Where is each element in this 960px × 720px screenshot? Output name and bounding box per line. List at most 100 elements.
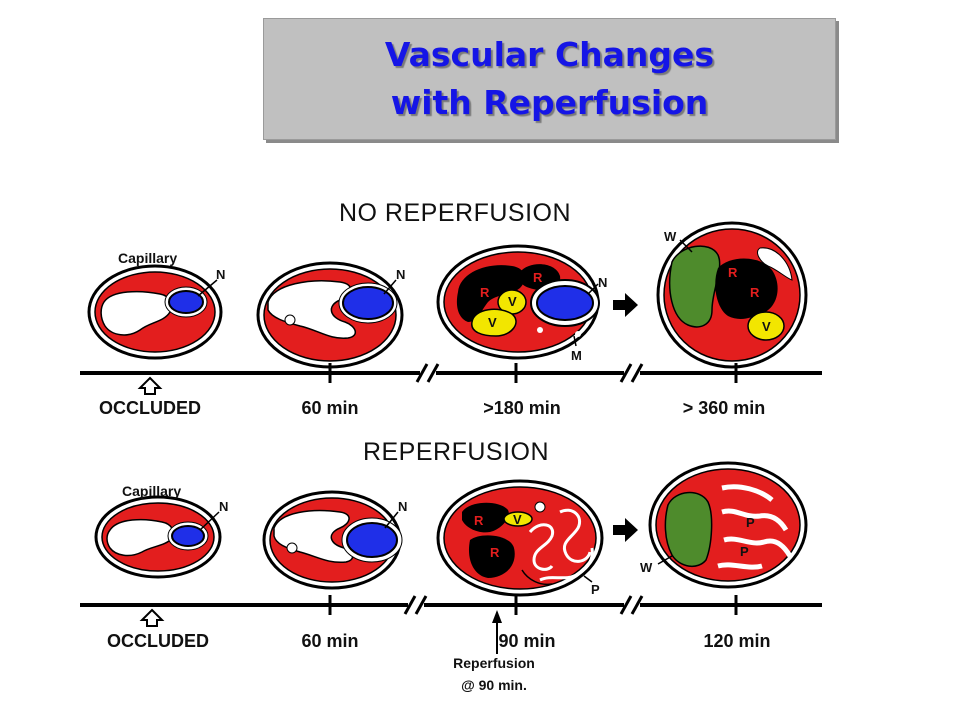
progression-arrow [613,518,638,542]
nucleus-label: N [396,267,405,282]
heading-reperfusion: REPERFUSION [363,438,549,466]
vesicle [471,308,517,337]
leader-line [587,283,599,295]
label-m: M [571,348,582,363]
label-v: V [762,319,771,334]
timeline-label: 60 min [301,631,358,651]
white-streak [721,484,774,502]
label-r: R [490,545,500,560]
axis-break [630,363,644,383]
vacuole [575,331,581,337]
black-region [715,258,778,319]
membrane-fold [528,523,555,571]
black-region-top [462,502,509,533]
progression-arrow [613,293,638,317]
label-r: R [533,270,543,285]
title-box: Vascular Changes with Reperfusion [263,18,836,140]
nucleus [168,290,204,314]
axis-break-gap [624,368,640,378]
membrane-fold [521,569,553,586]
timeline-label: 90 min [498,631,555,651]
vacuole [534,501,546,513]
nucleus [346,522,398,558]
cell-180min-no-reperfusion: R R V V N M [436,244,607,363]
timeline-label: OCCLUDED [107,631,209,651]
leader-line [583,575,593,583]
timeline-label: 60 min [301,398,358,418]
white-streak [723,536,793,558]
timeline-label: 120 min [703,631,770,651]
white-region [757,247,793,281]
label-w: W [640,560,653,575]
axis-break [414,595,428,615]
nucleus [536,285,594,321]
cytoplasm [443,486,597,590]
reperfusion-marker-label: Reperfusion [453,655,535,671]
label-r: R [728,265,738,280]
cell-occluded-no-reperfusion: N [87,264,225,360]
label-p: P [591,582,600,597]
reperfusion-marker-time: @ 90 min. [461,677,527,693]
title-line-2: with Reperfusion [390,83,709,122]
capillary-lumen [106,518,175,557]
capillary-label: Capillary [122,483,181,499]
occluded-arrow-icon [137,376,163,395]
nucleus [342,286,394,320]
vacuole [286,542,298,554]
title-line-1: Vascular Changes [384,35,715,74]
green-region [664,491,713,567]
label-v: V [488,315,497,330]
axis-break-gap [408,600,424,610]
axis-break [630,595,644,615]
label-r: R [474,513,484,528]
vesicle [747,311,785,341]
axis-break-gap [624,600,640,610]
membrane-fold [559,508,592,563]
axis-break [403,595,417,615]
capillary-lumen [100,290,173,336]
label-w: W [664,229,677,244]
label-p: P [740,544,749,559]
white-streak [717,562,763,570]
green-region [669,245,721,328]
leader-line [197,279,218,297]
timeline-label: OCCLUDED [99,398,201,418]
axis-break [619,595,633,615]
leader-line [199,511,220,531]
label-r: R [480,285,490,300]
timeline-label: >180 min [483,398,561,418]
axis-break-gap [420,368,436,378]
nucleus-label: N [216,267,225,282]
label-r: R [750,285,760,300]
cell-90min-reperfusion: R V R P [436,479,604,597]
axis-break [426,363,440,383]
black-region-bottom [468,535,515,578]
label-v: V [513,512,522,527]
axis-break [619,363,633,383]
nucleus [171,525,205,547]
black-region-left [456,265,525,322]
leader-line [384,511,399,529]
timeline-reperfusion: OCCLUDED 60 min 90 min 120 min Reperfusi… [80,595,822,693]
label-p: P [746,515,755,530]
capillary-lumen [267,280,356,339]
cell-occluded-reperfusion: N [94,495,228,579]
occluded-arrow-icon [139,608,165,627]
nucleus-label: N [219,499,228,514]
leader-line [383,279,397,295]
cell-60min-reperfusion: N [262,490,407,590]
cell-360min-no-reperfusion: W R R V [656,221,808,369]
leader-line [657,555,673,565]
vesicle [503,511,533,527]
vacuole [537,327,543,333]
membrane-fold [539,547,594,582]
reperfusion-arrow-icon [492,610,502,623]
nucleus-label: N [398,499,407,514]
axis-break [415,363,429,383]
cell-60min-no-reperfusion: N [256,261,405,369]
cell-120min-reperfusion: W P P [640,461,808,589]
leader-line [679,239,693,253]
leader-line [573,335,577,347]
label-n: N [598,275,607,290]
